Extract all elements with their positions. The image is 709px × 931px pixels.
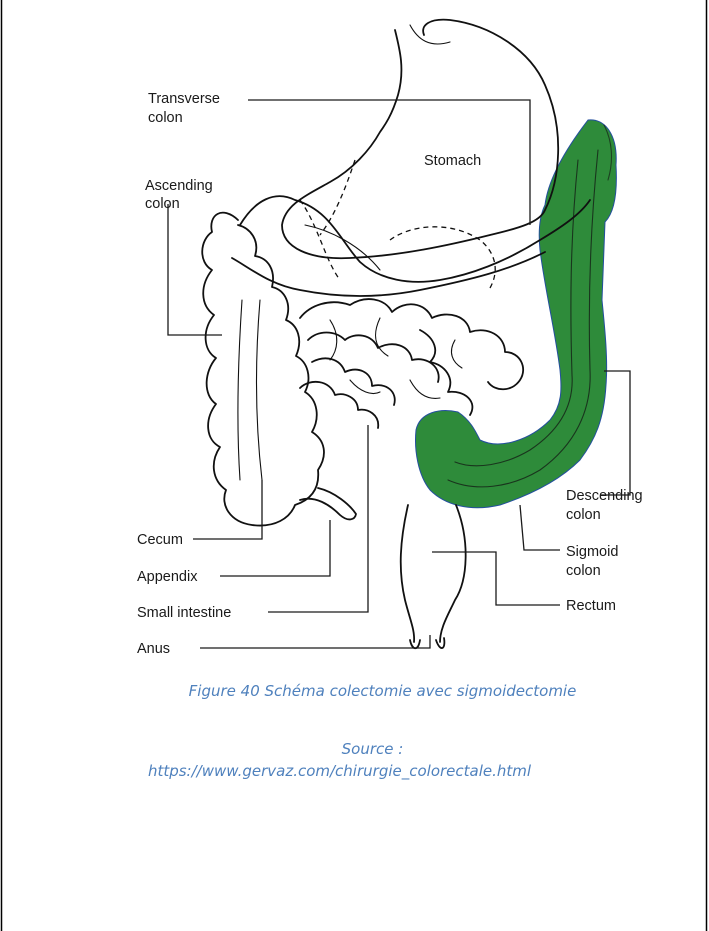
rectum-leader — [432, 552, 560, 605]
small-intestine-loops — [300, 299, 523, 428]
appendix-leader — [220, 520, 330, 576]
source-label: Source : — [18, 740, 709, 758]
figure-caption: Figure 40 Schéma colectomie avec sigmoid… — [28, 682, 709, 700]
label-rectum: Rectum — [566, 598, 616, 614]
label-stomach: Stomach — [424, 153, 481, 169]
rectum-outline — [401, 505, 466, 642]
label-descending-colon: Descending colon — [566, 488, 647, 523]
source-link[interactable]: https://www.gervaz.com/chirurgie_colorec… — [0, 762, 694, 780]
ascending-colon-outline — [202, 213, 324, 526]
label-transverse-colon: Transverse colon — [148, 91, 224, 126]
stomach-outline — [282, 20, 558, 259]
label-small-intestine: Small intestine — [137, 605, 231, 621]
label-anus: Anus — [137, 641, 170, 657]
label-appendix: Appendix — [137, 569, 198, 585]
transverse-colon-outline — [240, 196, 590, 282]
appendix-outline — [300, 488, 356, 519]
anus-leader — [200, 635, 430, 648]
label-cecum: Cecum — [137, 532, 183, 548]
label-ascending-colon: Ascending colon — [145, 178, 217, 212]
label-sigmoid-colon: Sigmoid colon — [566, 544, 622, 579]
sigmoid-colon-leader — [520, 505, 560, 550]
